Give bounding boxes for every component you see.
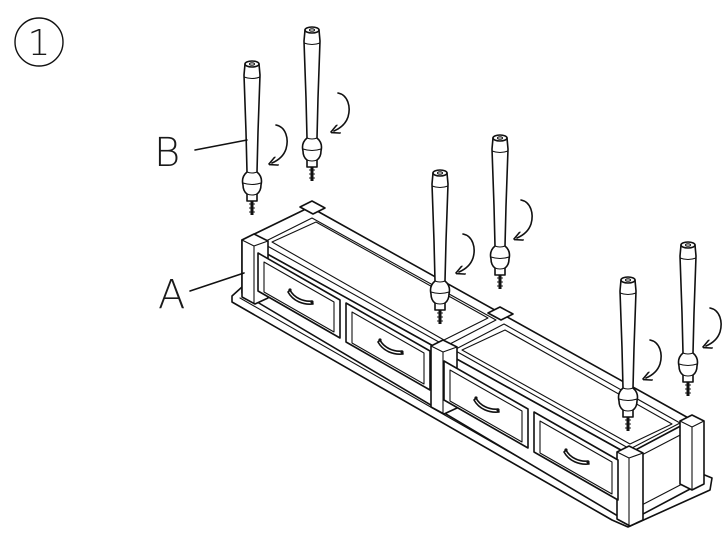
drawer-3 (443, 360, 529, 449)
label-b-text: B (154, 130, 180, 176)
rotation-arrow-icon (272, 125, 287, 163)
rotation-arrow-icon (334, 93, 349, 131)
rotation-arrow-icon (706, 308, 721, 346)
leg-b-4 (489, 134, 511, 290)
drawer-4 (533, 411, 619, 501)
step-number: 1 (28, 23, 51, 64)
rotation-arrow-icon (646, 340, 661, 378)
step-circle (14, 17, 64, 67)
leg-b-6 (677, 241, 699, 397)
rotation-arrow-icon (517, 200, 532, 238)
label-a: A (158, 272, 245, 318)
drawer-2 (345, 302, 431, 391)
leg-b-2 (301, 26, 323, 182)
cabinet-a (231, 200, 713, 528)
leg-b-1 (241, 60, 263, 216)
label-b-leader (194, 139, 248, 151)
leg-b-5 (617, 276, 639, 432)
leg-b-3 (429, 169, 451, 325)
label-b: B (154, 130, 248, 176)
label-a-text: A (158, 272, 185, 318)
step-badge: 1 (14, 17, 64, 67)
label-a-leader (189, 272, 245, 292)
drawer-1 (257, 252, 341, 339)
rotation-arrow-icon (459, 234, 474, 272)
